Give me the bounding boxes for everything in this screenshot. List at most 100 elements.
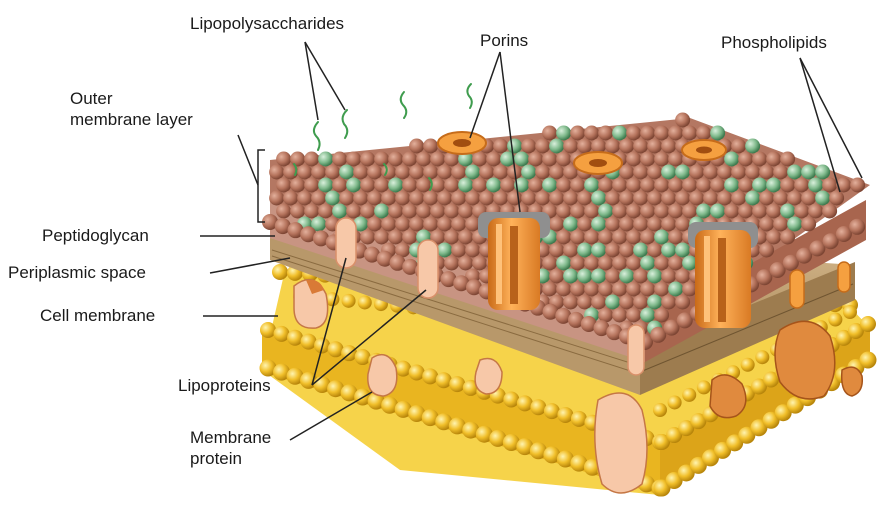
lipid-head xyxy=(668,282,683,297)
lipid-head xyxy=(542,178,557,193)
lipid-head xyxy=(423,191,438,206)
lipid-head xyxy=(570,204,585,219)
lipid-head xyxy=(269,165,284,180)
lipid-head xyxy=(689,191,704,206)
lipid-head xyxy=(682,388,696,402)
lipid-head xyxy=(269,191,284,206)
label-cell-membrane: Cell membrane xyxy=(40,305,155,326)
lipid-head xyxy=(360,204,375,219)
lipid-head xyxy=(661,243,676,258)
lipid-head xyxy=(409,165,424,180)
lipid-head xyxy=(626,256,641,271)
lipid-head xyxy=(710,178,725,193)
lipid-head xyxy=(703,165,718,180)
lipid-head xyxy=(571,411,587,427)
lipid-head xyxy=(591,217,606,232)
lipid-head xyxy=(860,352,877,369)
lipid-head xyxy=(612,230,627,245)
lipid-head xyxy=(290,204,305,219)
lipid-head xyxy=(745,165,760,180)
lipid-head xyxy=(517,395,533,411)
lipid-head xyxy=(556,230,571,245)
lipid-head xyxy=(661,191,676,206)
lipid-head xyxy=(577,295,592,310)
lipid-head xyxy=(388,230,403,245)
lipid-head xyxy=(430,152,445,167)
lipid-head xyxy=(605,269,620,284)
lipid-head xyxy=(682,282,697,297)
lipid-head xyxy=(633,217,648,232)
lipid-head xyxy=(598,204,613,219)
lipid-head xyxy=(822,204,837,219)
lipid-head xyxy=(626,204,641,219)
lipid-head xyxy=(605,217,620,232)
lipid-head xyxy=(402,178,417,193)
lipid-head xyxy=(741,358,755,372)
lipid-head xyxy=(759,243,774,258)
lipid-head xyxy=(577,243,592,258)
lipid-head xyxy=(801,191,816,206)
lipid-head xyxy=(563,191,578,206)
lipid-head xyxy=(402,152,417,167)
lipid-head xyxy=(640,256,655,271)
lipid-head xyxy=(612,308,627,323)
lipid-head xyxy=(591,295,606,310)
lipid-head xyxy=(808,204,823,219)
lipid-head xyxy=(374,230,389,245)
lipid-head xyxy=(436,372,452,388)
lipid-head xyxy=(591,243,606,258)
lipid-head xyxy=(556,204,571,219)
lipid-head xyxy=(437,217,452,232)
lipid-head xyxy=(682,126,697,141)
lipid-head xyxy=(507,191,522,206)
lipid-head xyxy=(860,316,876,332)
lipid-head xyxy=(668,178,683,193)
lipid-head xyxy=(668,256,683,271)
lipid-head xyxy=(584,256,599,271)
lipid-head xyxy=(346,152,361,167)
lipid-head xyxy=(633,243,648,258)
lipid-head xyxy=(465,243,480,258)
lipid-head xyxy=(633,139,648,154)
lipid-head xyxy=(731,191,746,206)
lipid-head xyxy=(297,191,312,206)
lipid-head xyxy=(451,191,466,206)
lipid-head xyxy=(647,243,662,258)
lipid-head xyxy=(535,191,550,206)
lipid-head xyxy=(647,139,662,154)
lipid-head xyxy=(388,178,403,193)
lipid-head xyxy=(598,230,613,245)
lipid-head xyxy=(577,269,592,284)
lipid-head xyxy=(654,282,669,297)
lipid-head xyxy=(360,178,375,193)
label-outer-membrane-line2: membrane layer xyxy=(70,109,193,130)
lipid-head xyxy=(339,165,354,180)
lipid-head xyxy=(773,165,788,180)
lipid-head xyxy=(472,256,487,271)
lipid-head xyxy=(360,230,375,245)
lipid-head xyxy=(325,165,340,180)
lipid-head xyxy=(318,178,333,193)
lipid-head xyxy=(780,178,795,193)
label-membrane-protein: Membrane protein xyxy=(190,427,271,469)
lipid-head xyxy=(731,165,746,180)
lipid-head xyxy=(318,152,333,167)
lipid-head xyxy=(274,326,290,342)
lipid-head xyxy=(402,204,417,219)
lipid-head xyxy=(535,139,550,154)
lipid-head xyxy=(849,219,865,235)
lipid-head xyxy=(626,152,641,167)
label-porins: Porins xyxy=(480,30,528,51)
lipid-head xyxy=(598,126,613,141)
lipid-head xyxy=(557,407,573,423)
lipid-head xyxy=(318,204,333,219)
lipid-head xyxy=(451,243,466,258)
lipid-head xyxy=(640,152,655,167)
lipid-head xyxy=(752,204,767,219)
lipid-head xyxy=(479,191,494,206)
lipid-head xyxy=(584,282,599,297)
lipid-head xyxy=(311,165,326,180)
lipid-head xyxy=(493,191,508,206)
lipid-head xyxy=(451,217,466,232)
